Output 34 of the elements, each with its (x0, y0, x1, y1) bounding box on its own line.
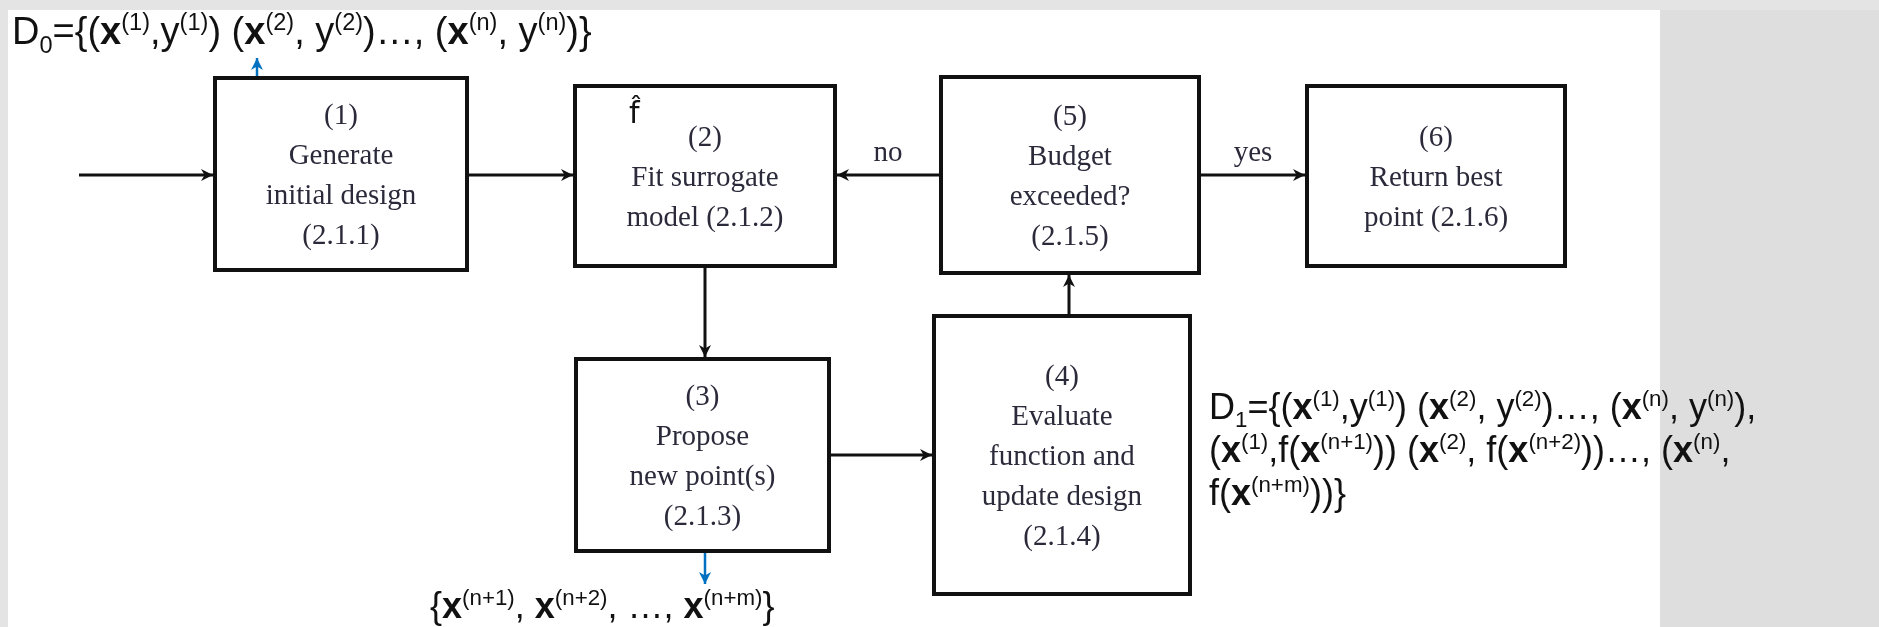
process-box (932, 314, 1192, 596)
process-box (939, 75, 1201, 275)
step-text: (4) (1045, 358, 1079, 393)
arrow (251, 58, 263, 76)
formula-text: {x$^{(n+1)}$, x$^{(n+2)}$, …, x$^{(n+m)}$} (430, 584, 930, 627)
arrow (79, 169, 213, 181)
step-text: Budget exceeded? (1008, 138, 1132, 213)
process-box (1305, 84, 1567, 268)
step-text: (2.1.3) (663, 498, 742, 533)
step-text: Return best point (2.1.6) (1362, 159, 1510, 234)
step-text: (5) (1053, 98, 1087, 133)
process-box (213, 76, 469, 272)
step-text: (3) (685, 378, 720, 413)
arrow (837, 169, 939, 181)
arrow (1063, 275, 1075, 314)
arrow (699, 268, 711, 357)
arrow (1201, 169, 1305, 181)
arrow (469, 169, 573, 181)
step-text: (1) (324, 97, 358, 132)
formula-text: D$_{1}$={(x$^{(1)}$,y$^{(1)}$) (x$^{(2)}$, y$^{(2)}$)…, (x$^{(n)}$, y$^{(n)}$), (x$^{(1)}$,f(x$^{(n+1)}$)) (x$^{(2)}$, f(x$^{(n+2)}$))…, (x$^{(n)}$, f(x$^{(n+m)}$))} (1209, 385, 1758, 514)
step-text: (2) (688, 119, 722, 154)
step-text: Generate initial design (264, 137, 418, 212)
step-text: Fit surrogate model (2.1.2) (625, 159, 785, 234)
step-text: (2.1.5) (1031, 218, 1109, 253)
arrow (831, 449, 932, 461)
arrow (699, 553, 711, 584)
step-text: Propose new point(s) (628, 418, 777, 493)
step-text: Evaluate function and update design (980, 398, 1144, 513)
process-box (573, 84, 837, 268)
formula-text: D$_{0}$={(x$^{(1)}$,y$^{(1)}$) (x$^{(2)}$, y$^{(2)}$)…, (x$^{(n)}$, y$^{(n)}$)} (12, 8, 712, 58)
step-text: (6) (1419, 119, 1453, 154)
process-box (574, 357, 831, 553)
step-text: (2.1.4) (1023, 518, 1101, 553)
step-text: (2.1.1) (302, 217, 380, 252)
